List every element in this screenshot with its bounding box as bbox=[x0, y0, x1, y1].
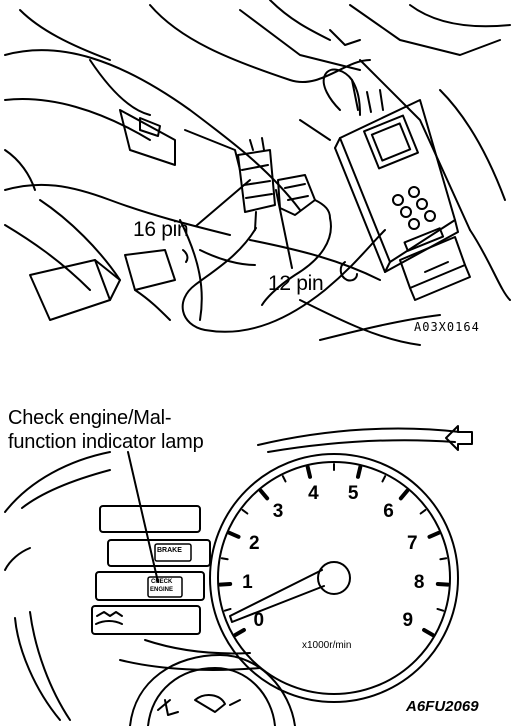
tach-tick-8 bbox=[435, 582, 450, 587]
connector-12-pin bbox=[277, 174, 331, 219]
lamp-check-label-line2: ENGINE bbox=[150, 587, 174, 593]
tach-number-4: 4 bbox=[308, 483, 319, 505]
tach-number-2: 2 bbox=[249, 532, 260, 554]
label-16-pin: 16 pin bbox=[133, 218, 189, 241]
tach-number-7: 7 bbox=[406, 532, 418, 554]
tach-number-3: 3 bbox=[272, 501, 284, 523]
leader-12-pin bbox=[275, 189, 293, 269]
label-12-pin: 12 pin bbox=[268, 272, 324, 295]
tach-tick-5 bbox=[355, 465, 363, 479]
tester-cables bbox=[181, 68, 386, 333]
tach-tick-0 bbox=[233, 628, 246, 637]
lamp-brake-label: BRAKE bbox=[157, 547, 182, 554]
callout-check-engine-line2: function indicator lamp bbox=[8, 431, 204, 453]
tach-tick-6 bbox=[398, 488, 410, 501]
tach-minor-tick bbox=[381, 475, 387, 483]
figure-code-top: A03X0164 bbox=[414, 320, 480, 334]
tach-tick-4 bbox=[305, 465, 313, 479]
tach-tick-3 bbox=[258, 488, 270, 501]
tach-ticks bbox=[218, 463, 450, 637]
callout-check-engine-line1: Check engine/Mal- bbox=[8, 407, 172, 429]
tach-minor-tick bbox=[436, 607, 445, 612]
tach-minor-tick bbox=[241, 508, 249, 515]
dashboard-interior-illustration bbox=[4, 0, 511, 346]
tach-number-6: 6 bbox=[383, 501, 394, 523]
leader-check-engine bbox=[127, 451, 159, 583]
tach-number-8: 8 bbox=[413, 572, 425, 593]
leader-16-pin bbox=[195, 179, 251, 227]
tach-unit-label: x1000r/min bbox=[302, 640, 352, 651]
tach-minor-tick bbox=[223, 607, 232, 612]
lamp-check-label-line1: CHECK bbox=[151, 579, 173, 585]
tach-minor-tick bbox=[439, 557, 448, 561]
tach-minor-tick bbox=[281, 475, 287, 483]
tach-number-1: 1 bbox=[242, 572, 253, 593]
tach-tick-7 bbox=[427, 530, 441, 539]
scan-tool bbox=[334, 99, 471, 301]
tach-number-9: 9 bbox=[402, 610, 414, 631]
tach-minor-tick bbox=[419, 508, 427, 515]
tach-tick-1 bbox=[218, 582, 233, 587]
instrument-cluster-illustration bbox=[4, 425, 473, 726]
tach-minor-tick bbox=[220, 557, 229, 561]
figure-code-bottom: A6FU2069 bbox=[406, 698, 479, 715]
tachometer bbox=[209, 453, 459, 703]
tach-tick-2 bbox=[227, 530, 241, 539]
warning-lamp-panel bbox=[91, 505, 211, 635]
tach-tick-9 bbox=[422, 628, 435, 637]
tach-number-0: 0 bbox=[253, 610, 265, 631]
connector-16-pin bbox=[237, 137, 276, 231]
tach-number-5: 5 bbox=[347, 483, 359, 505]
